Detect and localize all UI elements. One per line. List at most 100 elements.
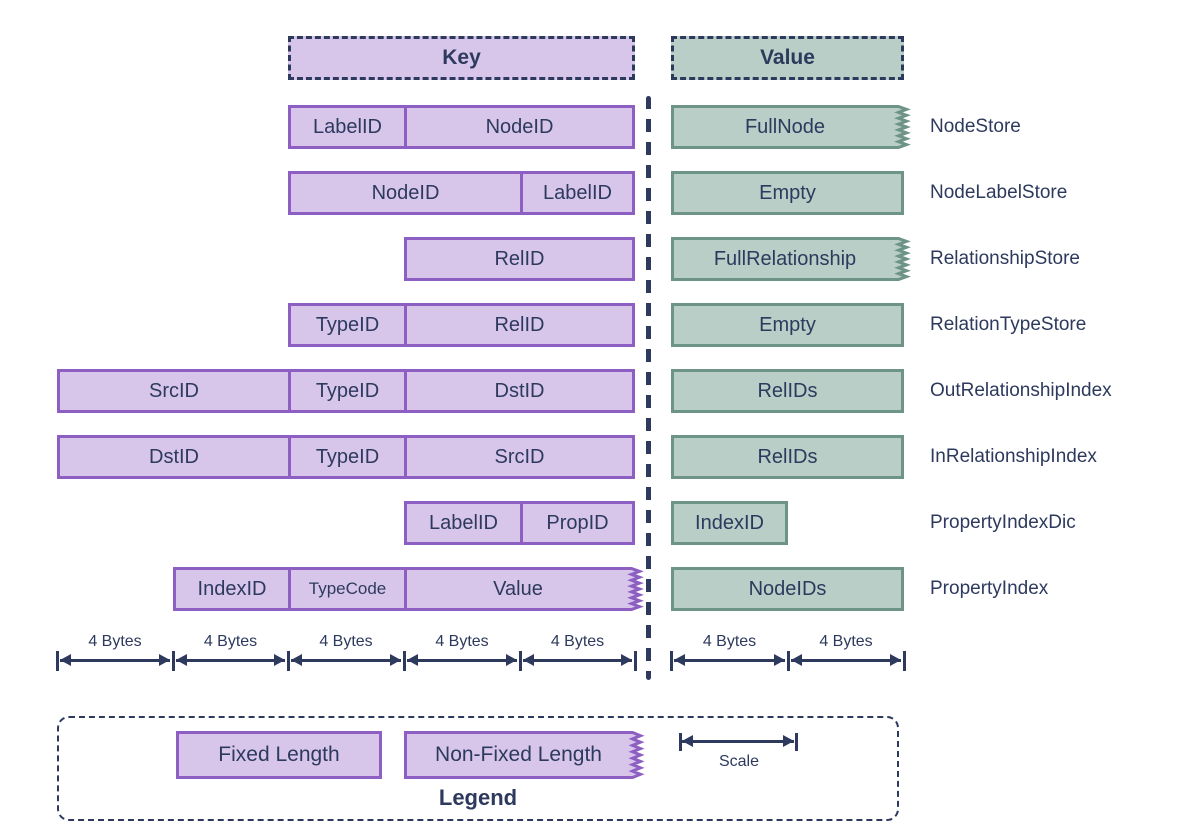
segment-label: TypeID	[315, 379, 380, 402]
double-arrow-icon	[407, 654, 517, 666]
store-row-label: RelationshipStore	[930, 248, 1080, 269]
segment-label: FullNode	[744, 115, 826, 138]
key-header-label: Key	[442, 46, 481, 69]
segment-label: NodeID	[371, 181, 440, 204]
legend-scale-tick	[679, 733, 682, 751]
value-segment: Empty	[671, 171, 904, 215]
segment-label: DstID	[149, 445, 199, 468]
arrowhead-right-icon	[621, 654, 632, 666]
legend-fixed-length-label: Fixed Length	[218, 743, 340, 766]
scale-segment-label: 4 Bytes	[435, 633, 489, 650]
arrowhead-left-icon	[176, 654, 187, 666]
key-segment: NodeID	[288, 171, 523, 215]
segment-label: Empty	[759, 313, 816, 336]
arrowhead-right-icon	[506, 654, 517, 666]
scale-tick	[519, 651, 522, 671]
key-segment-jagged: Value	[404, 567, 644, 611]
segment-label: LabelID	[429, 511, 498, 534]
legend-container	[57, 716, 899, 821]
arrowhead-right-icon	[890, 654, 901, 666]
arrowhead-left-icon	[523, 654, 534, 666]
segment-label: Value	[493, 577, 543, 600]
double-arrow-icon	[291, 654, 401, 666]
arrowhead-right-icon	[390, 654, 401, 666]
store-row-label: InRelationshipIndex	[930, 446, 1097, 467]
segment-label: TypeID	[315, 313, 380, 336]
arrowhead-left-icon	[682, 735, 693, 747]
segment-label: PropID	[546, 511, 609, 534]
legend-non-fixed-length-label: Non-Fixed Length	[435, 743, 602, 766]
legend-double-arrow-icon	[682, 735, 794, 747]
value-segment: NodeIDs	[671, 567, 904, 611]
segment-label: IndexID	[695, 511, 764, 534]
scale-tick	[903, 651, 906, 671]
scale-tick	[787, 651, 790, 671]
scale-tick	[634, 651, 637, 671]
jagged-edge-shape	[404, 567, 644, 611]
key-segment: TypeCode	[288, 567, 407, 611]
value-segment: Empty	[671, 303, 904, 347]
value-segment-jagged: FullRelationship	[671, 237, 911, 281]
segment-label: SrcID	[494, 445, 545, 468]
key-segment: SrcID	[57, 369, 291, 413]
arrowhead-left-icon	[291, 654, 302, 666]
segment-label: NodeID	[485, 115, 554, 138]
arrowhead-left-icon	[60, 654, 71, 666]
key-segment: LabelID	[288, 105, 407, 149]
key-value-separator-line	[646, 96, 651, 680]
legend-fixed-length-swatch: Fixed Length	[176, 731, 382, 779]
scale-segment: 4 Bytes	[520, 630, 635, 674]
scale-segment-label: 4 Bytes	[550, 633, 605, 650]
scale-tick	[287, 651, 290, 671]
segment-label: LabelID	[313, 115, 382, 138]
store-row-label: RelationTypeStore	[930, 314, 1087, 335]
key-segment: LabelID	[404, 501, 523, 545]
jagged-edge-shape	[671, 105, 911, 149]
segment-label: RelIDs	[757, 445, 818, 468]
store-row-label: OutRelationshipIndex	[930, 380, 1112, 401]
segment-label: RelID	[494, 247, 545, 270]
segment-label: Empty	[759, 181, 816, 204]
store-row-label: PropertyIndex	[930, 578, 1049, 599]
arrowhead-right-icon	[159, 654, 170, 666]
key-segment: TypeID	[288, 435, 407, 479]
segment-label: FullRelationship	[713, 247, 857, 270]
value-column-header: Value	[671, 36, 904, 80]
key-segment: RelID	[404, 237, 635, 281]
key-column-header: Key	[288, 36, 635, 80]
value-header-label: Value	[760, 46, 815, 69]
scale-segment: 4 Bytes	[788, 630, 904, 674]
scale-tick	[403, 651, 406, 671]
double-arrow-icon	[523, 654, 632, 666]
double-arrow-icon	[60, 654, 170, 666]
key-segment: LabelID	[520, 171, 635, 215]
scale-segment: 4 Bytes	[288, 630, 404, 674]
scale-segment-label: 4 Bytes	[203, 633, 258, 650]
scale-segment: 4 Bytes	[404, 630, 520, 674]
double-arrow-icon	[674, 654, 785, 666]
segment-label: IndexID	[197, 577, 267, 600]
scale-tick	[56, 651, 59, 671]
arrowhead-left-icon	[674, 654, 685, 666]
key-segment: DstID	[404, 369, 635, 413]
store-row-label: NodeLabelStore	[930, 182, 1068, 203]
scale-segment: 4 Bytes	[671, 630, 788, 674]
arrowhead-right-icon	[274, 654, 285, 666]
key-segment: PropID	[520, 501, 635, 545]
store-row-label: NodeStore	[930, 116, 1021, 137]
scale-segment: 4 Bytes	[173, 630, 288, 674]
double-arrow-icon	[791, 654, 901, 666]
arrowhead-left-icon	[791, 654, 802, 666]
segment-label: RelID	[494, 313, 545, 336]
value-segment: RelIDs	[671, 369, 904, 413]
value-segment: RelIDs	[671, 435, 904, 479]
scale-segment-label: 4 Bytes	[702, 633, 757, 650]
segment-label: TypeCode	[308, 579, 387, 598]
legend-scale-label: Scale	[718, 753, 760, 770]
segment-label: LabelID	[543, 181, 612, 204]
segment-label: TypeID	[315, 445, 380, 468]
double-arrow-icon	[176, 654, 285, 666]
legend-non-fixed-length-swatch: Non-Fixed Length	[404, 731, 645, 779]
value-segment-jagged: FullNode	[671, 105, 911, 149]
